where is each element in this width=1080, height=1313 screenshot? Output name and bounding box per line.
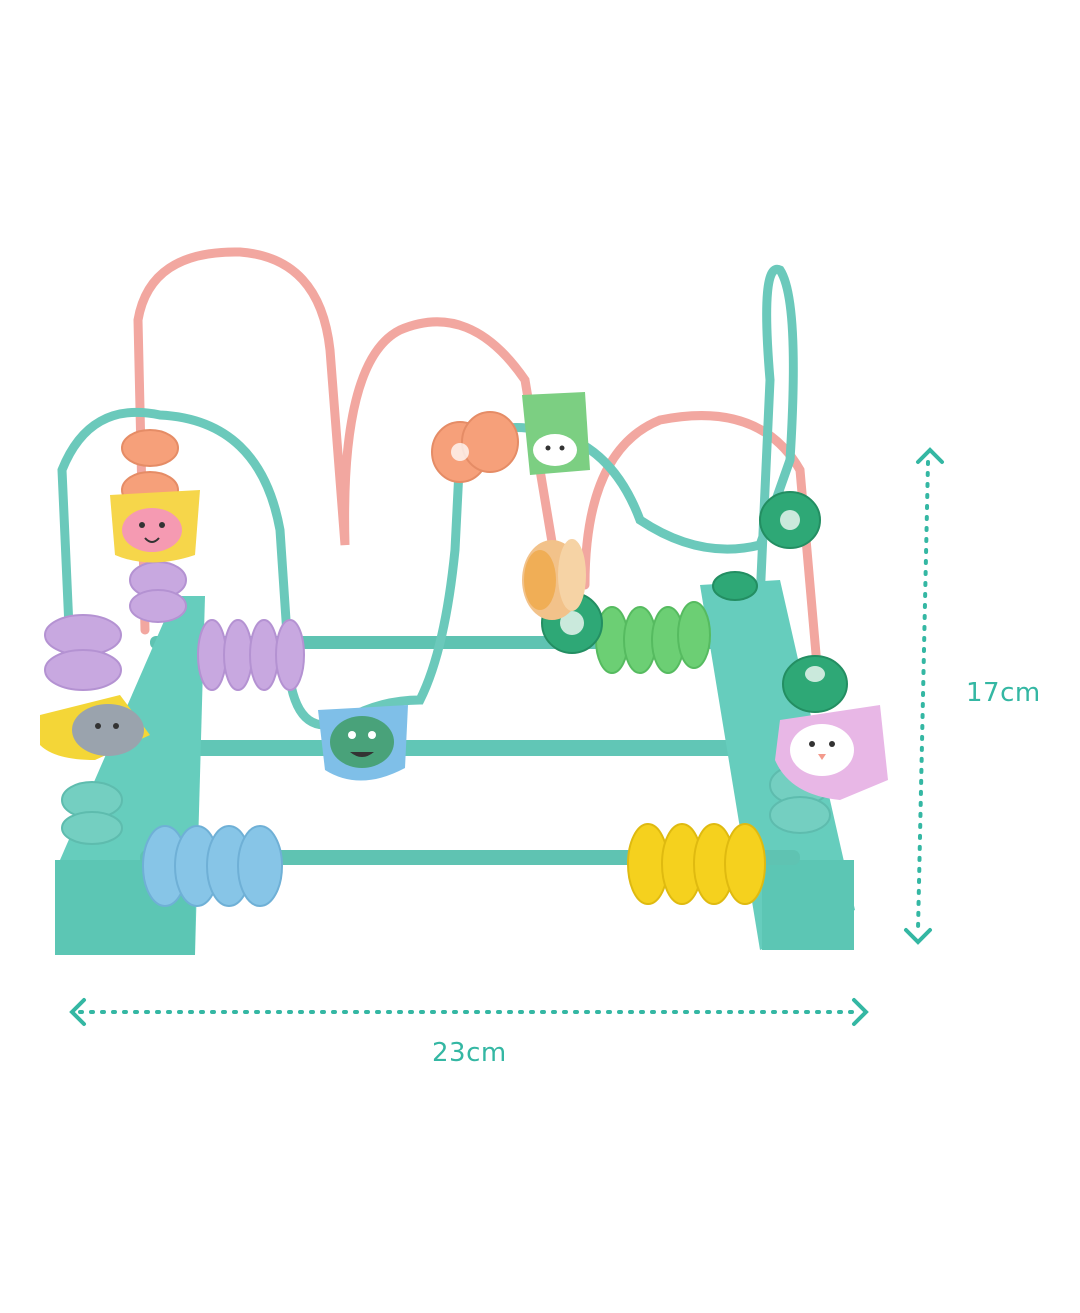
cat-face-bead-icon bbox=[110, 490, 200, 563]
purple-beads bbox=[44, 561, 305, 691]
koala-face-bead-icon bbox=[40, 695, 150, 760]
height-arrow-icon bbox=[904, 447, 944, 945]
lion-face-bead-icon bbox=[522, 539, 586, 620]
blue-beads bbox=[142, 825, 283, 907]
height-dimension-label: 17cm bbox=[966, 678, 1041, 708]
monster-face-bead-icon bbox=[318, 705, 408, 781]
bead-holes bbox=[451, 443, 825, 682]
width-dimension-label: 23cm bbox=[432, 1038, 507, 1068]
yellow-beads bbox=[627, 823, 766, 905]
bird-face-bead-icon bbox=[775, 705, 888, 800]
width-arrow-icon bbox=[69, 998, 869, 1026]
green-beads bbox=[595, 601, 711, 674]
pink-wires bbox=[133, 247, 825, 705]
green-animal-bead-icon bbox=[522, 392, 590, 475]
